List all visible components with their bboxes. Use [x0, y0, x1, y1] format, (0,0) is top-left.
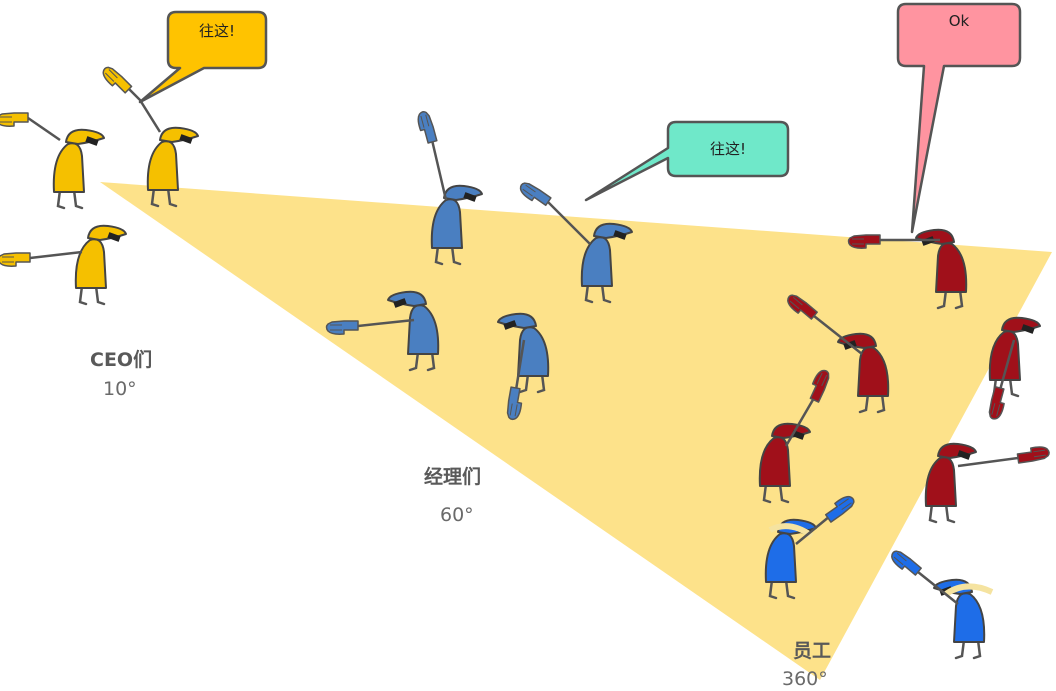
- ceo-bubble-text: 往这!: [198, 22, 235, 40]
- ceo-speech-bubble: [138, 10, 268, 104]
- manager-group-label: 经理们: [424, 466, 482, 488]
- ceo-figure: [99, 63, 200, 208]
- ceo-angle-label: 10°: [103, 378, 137, 400]
- staff-figure: [986, 316, 1042, 422]
- manager-speech-bubble: [584, 120, 790, 202]
- manager-figure: [516, 179, 634, 304]
- staff-figure: [783, 291, 890, 414]
- ceo-figure: [0, 224, 128, 306]
- staff-angle-label: 360°: [782, 668, 828, 690]
- staff-figure: [887, 547, 994, 660]
- staff-speech-bubble: [896, 2, 1022, 234]
- staff-figure: [758, 367, 833, 504]
- manager-angle-label: 60°: [440, 504, 474, 526]
- staff-figure: [847, 228, 968, 310]
- perspective-cone: [100, 182, 1052, 680]
- staff-group-label: 员工: [793, 640, 832, 662]
- staff-figure: [764, 492, 858, 600]
- manager-figure: [496, 312, 550, 422]
- manager-figure: [415, 109, 484, 266]
- manager-figure: [325, 290, 440, 372]
- ceo-group-label: CEO们: [90, 349, 153, 371]
- manager-bubble-text: 往这!: [709, 140, 746, 158]
- staff-bubble-text: Ok: [948, 12, 970, 30]
- staff-figure: [924, 442, 1051, 524]
- ceo-figure: [0, 112, 106, 210]
